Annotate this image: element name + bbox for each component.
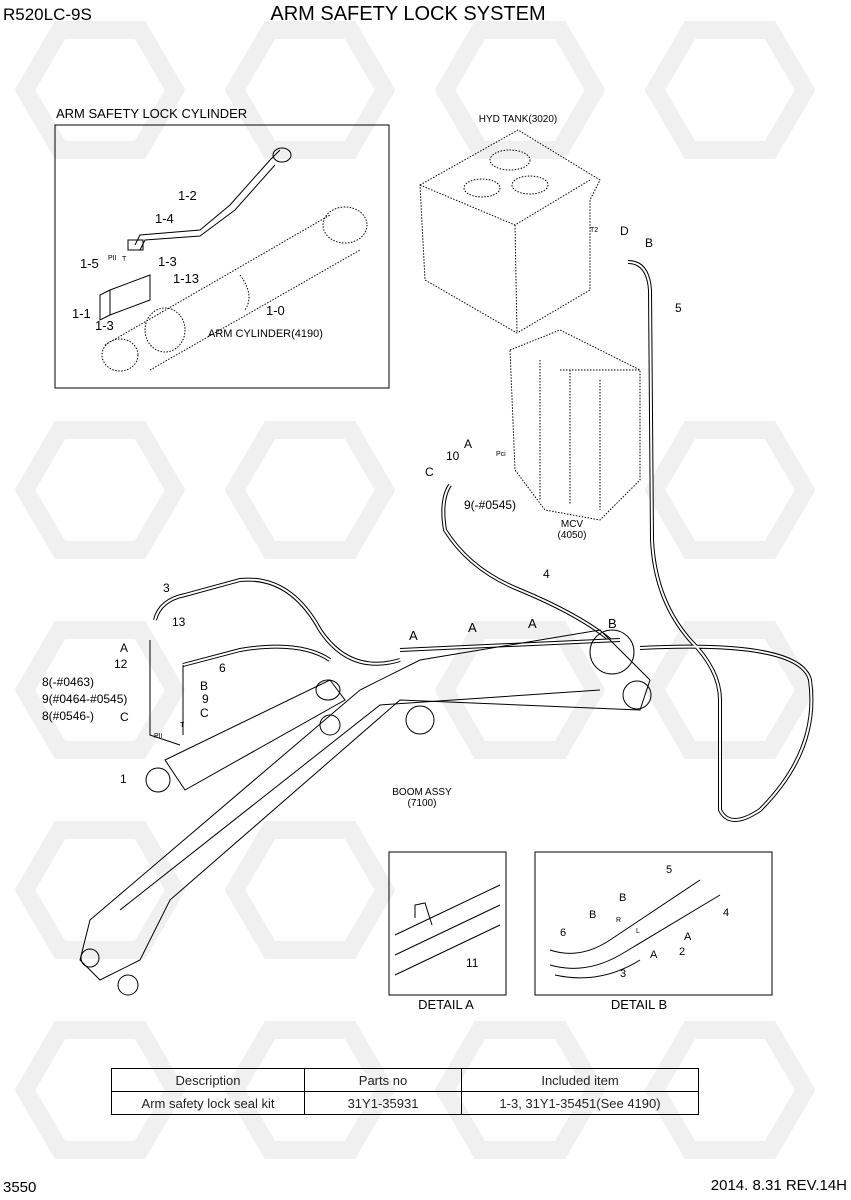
callout-8-late: 8(#0546-) xyxy=(42,709,94,723)
port-pci: Pci xyxy=(496,451,506,458)
cell-parts-no: 31Y1-35931 xyxy=(304,1091,462,1115)
callout-c-arm-2: C xyxy=(200,706,209,720)
mcv-number: (4050) xyxy=(558,530,587,541)
callout-1-0: 1-0 xyxy=(266,303,285,318)
callout-9-mid: 9(#0464-#0545) xyxy=(42,692,127,706)
callout-8-early: 8(-#0463) xyxy=(42,675,94,689)
callout-a-boom-3: A xyxy=(528,616,537,631)
callout-a-arm: A xyxy=(120,641,128,655)
callout-6: 6 xyxy=(219,661,226,675)
boom-assy-number: (7100) xyxy=(408,798,437,809)
callout-1-2: 1-2 xyxy=(178,188,197,203)
callout-1-13: 1-13 xyxy=(173,271,199,286)
callout-1: 1 xyxy=(120,772,127,786)
callout-c-arm-1: C xyxy=(120,710,129,724)
detail-b-callout-b1: B xyxy=(619,892,626,904)
hoses xyxy=(153,260,814,822)
callout-12: 12 xyxy=(114,657,128,671)
mcv-label: MCV xyxy=(561,519,584,530)
inset-arm-safety-lock-cylinder: ARM SAFETY LOCK CYLINDER 1-2 1-4 1-5 1-3… xyxy=(54,106,390,389)
callout-9-arm: 9 xyxy=(202,692,209,706)
callout-1-5: 1-5 xyxy=(80,256,99,271)
detail-b-callout-a2: A xyxy=(650,949,658,961)
callout-a-boom-2: A xyxy=(468,620,477,635)
watermark xyxy=(14,21,816,1159)
mcv: MCV (4050) A 10 Pci C 9(-#0545) 4 xyxy=(425,329,641,581)
detail-b-callout-4: 4 xyxy=(723,907,729,919)
callout-1-3b: 1-3 xyxy=(95,318,114,333)
callout-5: 5 xyxy=(675,301,682,315)
header-included-item: Included item xyxy=(461,1068,699,1092)
callout-4: 4 xyxy=(543,567,550,581)
detail-b-callout-3: 3 xyxy=(620,968,626,980)
callout-9-mcv: 9(-#0545) xyxy=(464,498,516,512)
callout-1-4: 1-4 xyxy=(155,211,174,226)
detail-b: 5 B B R L 6 A 4 A 2 3 DETAIL B xyxy=(534,851,773,1012)
detail-b-callout-5: 5 xyxy=(666,864,672,876)
detail-a-title: DETAIL A xyxy=(418,997,474,1012)
callout-1-1: 1-1 xyxy=(72,306,91,321)
callout-b-arm: B xyxy=(200,679,208,693)
port-pii: PII xyxy=(108,255,117,262)
callout-b-boom: B xyxy=(608,616,617,631)
port-t: T xyxy=(122,256,127,263)
parts-table: Description Parts no Included item Arm s… xyxy=(111,1068,699,1115)
port-t-arm: T xyxy=(180,722,185,729)
callout-a-boom-1: A xyxy=(409,628,418,643)
detail-b-callout-a1: A xyxy=(684,931,692,943)
callout-b-tank: B xyxy=(645,236,653,250)
table-row: Arm safety lock seal kit 31Y1-35931 1-3,… xyxy=(111,1091,699,1115)
page-title: ARM SAFETY LOCK SYSTEM xyxy=(270,3,545,25)
callout-10: 10 xyxy=(446,449,460,463)
detail-b-port-l: L xyxy=(636,928,640,935)
revision-date: 2014. 8.31 REV.14H xyxy=(711,1177,847,1194)
detail-b-title: DETAIL B xyxy=(611,997,667,1012)
callout-13: 13 xyxy=(172,615,186,629)
callout-c-mcv: C xyxy=(425,465,434,479)
cell-included-item: 1-3, 31Y1-35451(See 4190) xyxy=(461,1091,699,1115)
boom-assy-label: BOOM ASSY xyxy=(392,787,452,798)
detail-b-callout-2: 2 xyxy=(679,946,685,958)
callout-1-3: 1-3 xyxy=(158,254,177,269)
port-t2: T2 xyxy=(590,227,598,234)
model-number: R520LC-9S xyxy=(3,5,92,24)
callout-d: D xyxy=(620,224,629,238)
inset-title: ARM SAFETY LOCK CYLINDER xyxy=(56,106,247,121)
table-header-row: Description Parts no Included item xyxy=(111,1068,699,1092)
detail-b-callout-b2: B xyxy=(589,909,596,921)
port-pii-arm: PII xyxy=(154,733,163,740)
callout-11: 11 xyxy=(466,956,479,970)
hyd-tank: HYD TANK(3020) T2 D B 5 xyxy=(419,114,682,334)
detail-a: 11 DETAIL A xyxy=(388,851,507,1012)
arm-cylinder: 3 A 13 12 6 8(-#0463) 9(#0464-#0545) 8(#… xyxy=(42,581,346,793)
detail-b-port-r: R xyxy=(616,917,621,924)
cell-description: Arm safety lock seal kit xyxy=(111,1091,305,1115)
page-number: 3550 xyxy=(3,1179,36,1196)
boom-assy: BOOM ASSY (7100) A A A B xyxy=(79,616,652,996)
detail-b-callout-6: 6 xyxy=(560,927,566,939)
callout-3: 3 xyxy=(163,581,170,595)
arm-cylinder-label: ARM CYLINDER(4190) xyxy=(208,328,323,340)
header-description: Description xyxy=(111,1068,305,1092)
callout-a-mcv: A xyxy=(464,437,472,451)
header-parts-no: Parts no xyxy=(304,1068,462,1092)
hyd-tank-label: HYD TANK(3020) xyxy=(479,114,558,125)
